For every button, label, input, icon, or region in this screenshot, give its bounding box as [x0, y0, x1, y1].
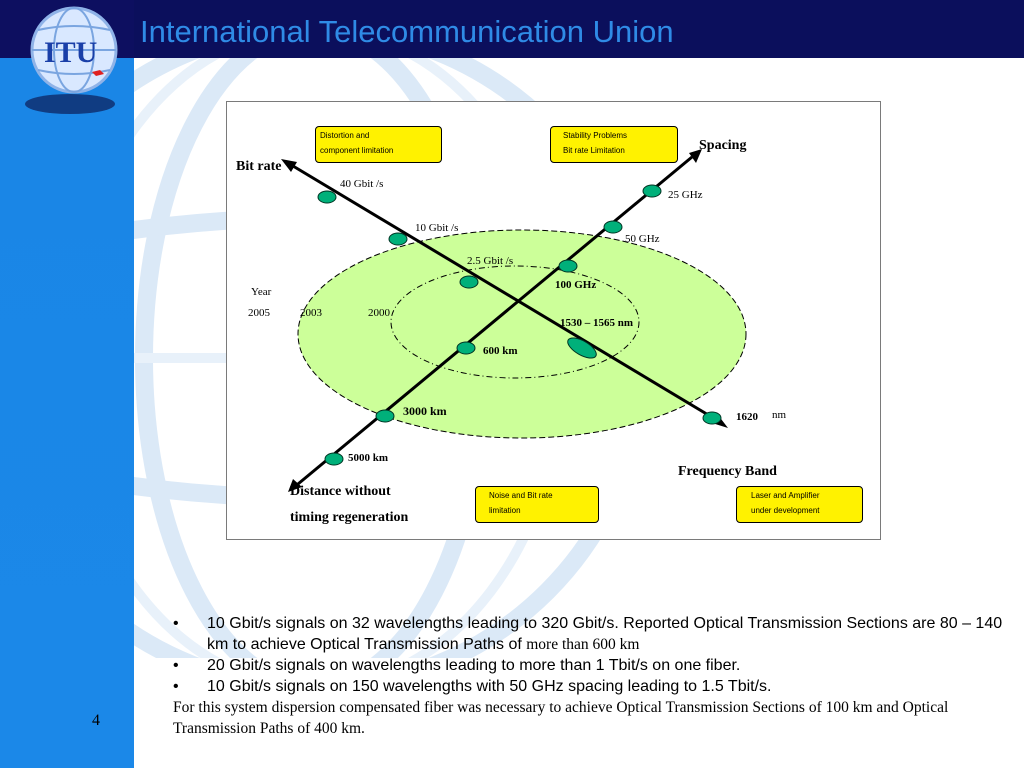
spacing-25ghz-label: 25 GHz — [668, 189, 703, 201]
spacing-label: Spacing — [699, 138, 747, 153]
page-title: International Telecommunication Union — [140, 14, 674, 49]
node-3000km — [375, 409, 395, 423]
node-5000km — [324, 452, 344, 466]
outer-ellipse — [297, 229, 747, 439]
bitrate-axis-line — [292, 164, 721, 424]
bullet-2-text: 20 Gbit/s signals on wavelengths leading… — [207, 657, 741, 674]
bit-rate-label: Bit rate — [236, 159, 282, 174]
box-distortion: Distortion and component limitation — [315, 126, 442, 163]
box-distortion-line2: component limitation — [320, 146, 394, 155]
band-c-label: 1530 – 1565 nm — [560, 317, 634, 329]
bullet-1-tail: more than 600 km — [526, 636, 640, 653]
box-noise-line2: limitation — [489, 506, 521, 515]
inner-ellipse — [390, 265, 640, 379]
bitrate-2.5g-label: 2.5 Gbit /s — [467, 255, 514, 267]
box-laser-line1: Laser and Amplifier — [751, 491, 820, 500]
node-c-band — [567, 337, 597, 359]
distance-label-line2: timing regeneration — [290, 510, 409, 525]
year-2000: 2000 — [368, 307, 390, 319]
distance-3000km-label: 3000 km — [403, 404, 447, 418]
bullet-marker: • — [173, 678, 179, 695]
bullet-1-text: 10 Gbit/s signals on 32 wavelengths lead… — [207, 615, 1003, 653]
node-50ghz — [603, 220, 623, 234]
bullet-marker: • — [173, 615, 179, 632]
spacing-50ghz-label: 50 GHz — [625, 233, 660, 245]
diagram-canvas — [281, 149, 747, 492]
frequency-band-label: Frequency Band — [678, 464, 777, 479]
distance-arrow-icon — [288, 479, 302, 492]
bitrate-40g-label: 40 Gbit /s — [340, 178, 384, 190]
band-1620-label: 1620 — [736, 411, 758, 423]
bullet-item-3: • 10 Gbit/s signals on 150 wavelengths wi… — [173, 676, 1013, 697]
box-laser: Laser and Amplifier under development — [736, 486, 863, 523]
bitrate-arrow-icon — [281, 159, 297, 172]
closing-paragraph: For this system dispersion compensated f… — [173, 699, 949, 737]
year-2003: 2003 — [300, 307, 322, 319]
box-distortion-line1: Distortion and — [320, 131, 370, 140]
node-40g — [317, 190, 337, 204]
bullet-3-text: 10 Gbit/s signals on 150 wavelengths wit… — [207, 678, 772, 695]
box-noise: Noise and Bit rate limitation — [475, 486, 599, 523]
bullet-item-1: • 10 Gbit/s signals on 32 wavelengths lea… — [173, 613, 1013, 655]
bitrate-10g-label: 10 Gbit /s — [415, 222, 459, 234]
spacing-arrow-icon — [689, 149, 702, 163]
node-1620nm — [702, 411, 722, 425]
spacing-axis-line — [297, 155, 693, 486]
wdm-diagram: Bit rate Spacing Frequency Band Distance… — [226, 101, 881, 540]
distance-5000km-label: 5000 km — [348, 452, 389, 464]
bullet-marker: • — [173, 657, 179, 674]
box-noise-line1: Noise and Bit rate — [489, 491, 553, 500]
box-stability-line2: Bit rate Limitation — [563, 146, 625, 155]
box-stability: Stability Problems Bit rate Limitation — [550, 126, 678, 163]
title-bar — [0, 0, 1024, 58]
year-2005: 2005 — [248, 307, 270, 319]
box-stability-line1: Stability Problems — [563, 131, 628, 140]
bullet-list: • 10 Gbit/s signals on 32 wavelengths lea… — [173, 613, 1013, 739]
itu-logo: ITU — [25, 6, 118, 114]
year-label: Year — [251, 286, 272, 298]
bullet-item-2: • 20 Gbit/s signals on wavelengths leadin… — [173, 655, 1013, 676]
node-25ghz — [642, 184, 662, 198]
distance-600km-label: 600 km — [483, 345, 518, 357]
spacing-100ghz-label: 100 GHz — [555, 279, 597, 291]
logo-text: ITU — [44, 36, 97, 69]
page-number: 4 — [92, 712, 100, 729]
node-2.5g — [459, 275, 479, 289]
distance-label-line1: Distance without — [290, 484, 391, 499]
band-nm-label: nm — [772, 409, 787, 421]
node-10g — [388, 232, 408, 246]
left-sidebar — [0, 0, 134, 768]
node-100ghz — [558, 259, 578, 273]
box-laser-line2: under development — [751, 506, 820, 515]
node-600km — [456, 341, 476, 355]
